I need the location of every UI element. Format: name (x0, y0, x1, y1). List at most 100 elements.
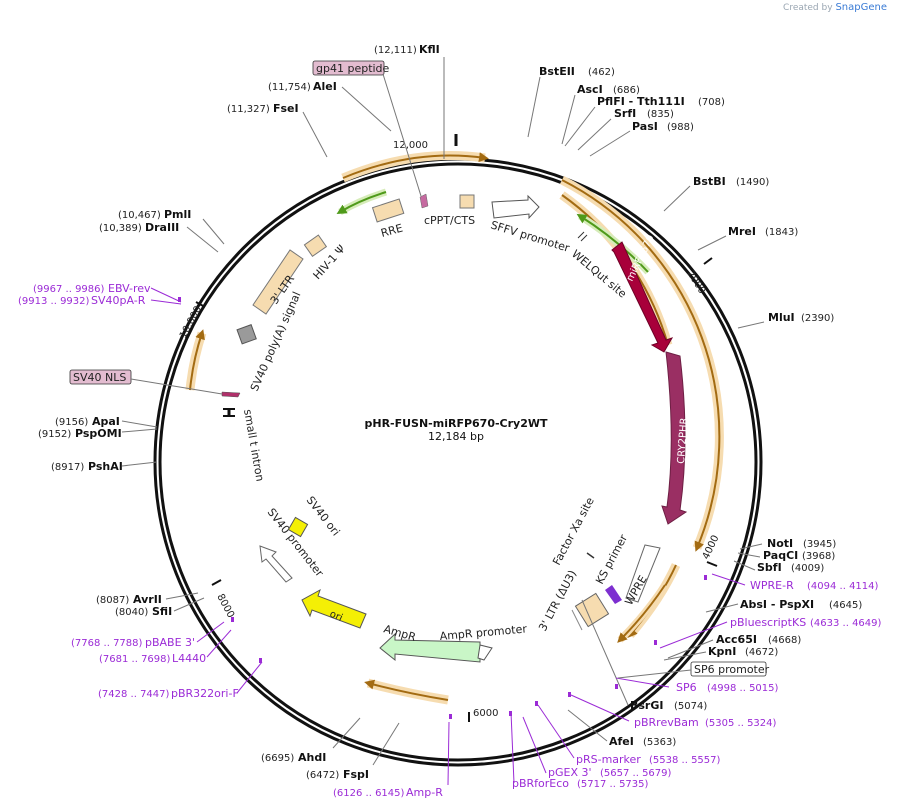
site-pos-bsteii: (462) (588, 67, 615, 78)
site-name-avrii: AvrII (133, 593, 162, 606)
site-name-mlui: MluI (768, 311, 795, 324)
primer-pos-pbrrevbam: (5305 .. 5324) (705, 718, 777, 729)
tick-marks (195, 134, 718, 722)
cppt-feature[interactable] (459, 194, 475, 209)
primer-mark-amp (449, 714, 452, 719)
rre-feature[interactable] (371, 198, 405, 223)
sv40-polya-feature[interactable] (236, 324, 257, 345)
primer-line-pbluescriptks (659, 621, 728, 649)
site-line-fspi (372, 722, 400, 766)
site-name-pasi: PasI (632, 120, 658, 133)
primer-line-wpre-r (711, 573, 746, 586)
primer-pos-pbluescriptks: (4633 .. 4649) (810, 618, 882, 629)
ltr3-right-feature[interactable] (574, 592, 610, 628)
ltr3-right-label: 3' LTR (ΔU3) (536, 568, 579, 633)
welqut-mark-b (580, 234, 588, 242)
site-name-acc65i: Acc65I (716, 633, 757, 646)
site-line-pasi (589, 130, 631, 157)
ampr-promoter-label: AmpR promoter (439, 622, 528, 643)
site-line-absi (705, 603, 739, 613)
orf-arrow-right-outer (561, 179, 721, 552)
primer-mark-wpre (704, 575, 707, 580)
site-name-noti: NotI (767, 537, 793, 550)
ampr-feature[interactable] (379, 632, 481, 663)
primer-line-pbrforeco (510, 711, 515, 784)
sv40-promoter-feature[interactable] (259, 545, 293, 583)
site-pos-fsei: (11,327) (227, 104, 270, 115)
primer-mark-pbabe (231, 617, 234, 622)
sp6-promoter-lead-line (617, 669, 692, 679)
primer-lines (150, 287, 746, 786)
site-line-pmli (202, 218, 225, 245)
primer-line-pbr322ori-f (236, 661, 263, 694)
site-pos-ahdi: (6695) (261, 753, 294, 764)
primer-pos-pbrforeco: (5717 .. 5735) (577, 779, 649, 790)
small-t-intron-label: small t intron (241, 408, 266, 482)
site-pos-fspi: (6472) (306, 770, 339, 781)
site-name-kfli: KflI (419, 43, 440, 56)
hiv1-psi-feature[interactable] (303, 234, 328, 258)
site-line-asci (561, 94, 576, 145)
primer-mark-sp6 (615, 684, 618, 689)
site-line-paqci (737, 552, 761, 558)
site-pos-srfi: (835) (647, 109, 674, 120)
site-line-pflfi (564, 106, 596, 147)
gp41-mark (419, 193, 429, 209)
primer-pos-pbr322ori-f: (7428 .. 7447) (98, 689, 170, 700)
backbone-outer-ring (153, 157, 763, 767)
primer-mark-pbrrev (568, 692, 571, 697)
primer-pos-ebv-rev: (9967 .. 9986) (33, 284, 105, 295)
site-line-bsteii (527, 76, 541, 138)
primer-mark-ks (654, 640, 657, 645)
site-pos-absi: (4645) (829, 600, 862, 611)
site-pos-noti: (3945) (803, 539, 836, 550)
primer-name-prs-marker: pRS-marker (576, 753, 641, 766)
primer-name-amp-r: Amp-R (406, 786, 443, 799)
wpre-feature[interactable] (625, 544, 661, 603)
tick-label-12000: 12,000 (393, 140, 428, 151)
orf-arc-right-outer (559, 175, 724, 550)
primer-line-l4440 (206, 629, 232, 658)
sffv-promoter-feature[interactable] (491, 194, 540, 220)
sv40-ori-feature[interactable] (287, 516, 309, 538)
site-pos-bstbi: (1490) (736, 177, 769, 188)
site-pos-mrei: (1843) (765, 227, 798, 238)
primer-line-ebv-rev (150, 287, 182, 303)
ltr3-left-feature[interactable] (252, 249, 304, 315)
primer-line-sp6 (615, 677, 670, 688)
site-lines (121, 57, 765, 766)
site-name-ahdi: AhdI (298, 751, 326, 764)
primer-pos-l4440: (7681 .. 7698) (99, 654, 171, 665)
sv40-nls-label: SV40 NLS (73, 371, 126, 384)
site-name-bstbi: BstBI (693, 175, 726, 188)
cry2phr-feature[interactable] (661, 351, 688, 525)
primer-pos-pgex3: (5657 .. 5679) (600, 768, 672, 779)
site-name-bsteii: BstEII (539, 65, 575, 78)
primer-mark-pbrfor (509, 711, 512, 716)
site-name-pshai: PshAI (88, 460, 123, 473)
primer-pos-sv40pa-r: (9913 .. 9932) (18, 296, 90, 307)
tick-4000 (706, 561, 718, 567)
mirfp670-feature[interactable] (611, 241, 674, 353)
primer-mark-ebv (178, 297, 181, 302)
ori-label: ori (328, 609, 344, 624)
ori-feature[interactable] (301, 588, 367, 629)
sv40-nls-lead-line (130, 378, 223, 395)
site-line-mrei (697, 235, 727, 251)
site-name-paqci: PaqCI (763, 549, 798, 562)
ampr-promoter-feature[interactable] (477, 644, 493, 661)
primer-mark-prs (535, 701, 538, 706)
site-line-pspomi (121, 428, 158, 433)
snapgene-logo: SnapGene (835, 2, 887, 13)
backbone-inner-ring (158, 162, 758, 762)
tick-8000 (211, 579, 222, 586)
ltr3-lead-line (571, 609, 583, 631)
primer-line-prs-marker (537, 704, 575, 759)
primer-line-sv40pa-r (150, 299, 182, 305)
site-line-bsrgi (581, 599, 629, 706)
primer-name-pbr322ori-f: pBR322ori-F (171, 687, 239, 700)
sp6-promoter-label: SP6 promoter (694, 663, 770, 676)
site-name-sfii: SfiI (152, 605, 172, 618)
site-line-alei (341, 86, 392, 132)
site-line-kpni (663, 651, 707, 661)
